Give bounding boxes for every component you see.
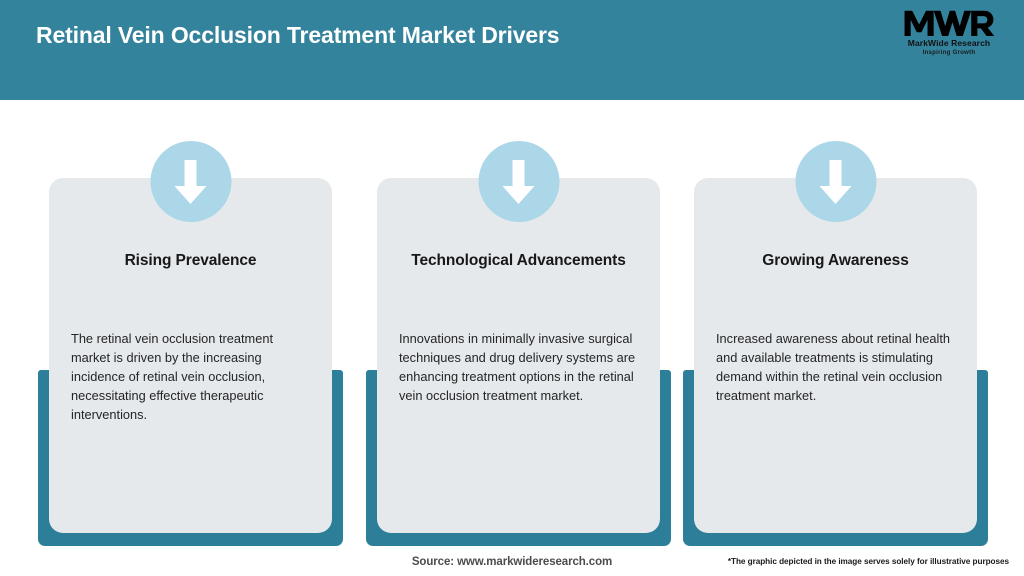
card-panel: Rising Prevalence The retinal vein occlu…	[49, 178, 332, 533]
logo-tagline: Inspiring Growth	[922, 49, 976, 56]
arrow-down-icon	[150, 141, 231, 222]
arrow-down-icon	[795, 141, 876, 222]
disclaimer-note: *The graphic depicted in the image serve…	[727, 557, 1009, 566]
logo-company-name: MarkWide Research	[907, 38, 991, 48]
card-title: Growing Awareness	[762, 252, 909, 269]
page-title: Retinal Vein Occlusion Treatment Market …	[36, 22, 560, 48]
source-label: Source: www.markwideresearch.com	[411, 556, 613, 568]
driver-card-3[interactable]: Growing Awareness Increased awareness ab…	[683, 100, 988, 576]
arrow-down-glyph	[502, 159, 535, 204]
card-title: Technological Advancements	[411, 252, 626, 269]
card-body-text: The retinal vein occlusion treatment mar…	[71, 331, 274, 422]
arrow-down-icon	[478, 141, 559, 222]
card-title: Rising Prevalence	[124, 252, 257, 269]
brand-logo: MarkWide Research Inspiring Growth	[890, 8, 1008, 64]
mwr-logo-icon	[904, 10, 995, 37]
driver-card-2[interactable]: Technological Advancements Innovations i…	[366, 100, 671, 576]
card-panel: Technological Advancements Innovations i…	[377, 178, 660, 533]
arrow-down-glyph	[819, 159, 852, 204]
card-body-text: Increased awareness about retinal health…	[716, 331, 951, 403]
card-body-text: Innovations in minimally invasive surgic…	[399, 331, 636, 403]
header-bar: Retinal Vein Occlusion Treatment Market …	[0, 0, 1024, 100]
driver-card-1[interactable]: Rising Prevalence The retinal vein occlu…	[38, 100, 343, 576]
driver-card-group: Rising Prevalence The retinal vein occlu…	[0, 100, 1024, 576]
arrow-down-glyph	[174, 159, 207, 204]
card-panel: Growing Awareness Increased awareness ab…	[694, 178, 977, 533]
